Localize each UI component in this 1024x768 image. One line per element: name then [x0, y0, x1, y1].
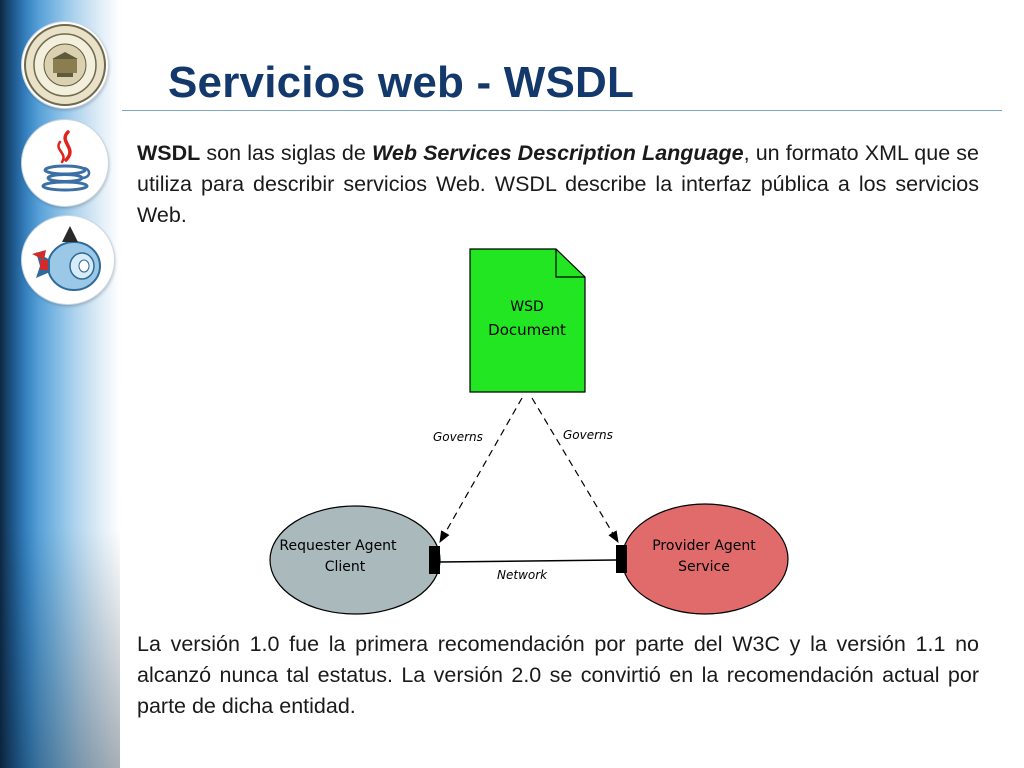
network-link	[439, 559, 617, 563]
provider-label-line2: Service	[678, 559, 730, 575]
university-seal-icon	[22, 22, 108, 108]
wsdl-expansion: Web Services Description Language	[371, 141, 744, 165]
outro-paragraph: La versión 1.0 fue la primera recomendac…	[137, 632, 979, 718]
provider-port	[616, 545, 627, 573]
governs-label-left: Governs	[433, 430, 483, 444]
document-label-line2: Document	[488, 321, 566, 339]
governs-arrow-left	[439, 397, 523, 544]
intro-paragraph: WSDL son las siglas de Web Services Desc…	[137, 138, 979, 231]
intro-text-1: son las siglas de	[200, 141, 372, 165]
requester-agent-node: Requester Agent Client	[269, 505, 441, 615]
side-gradient-bar	[0, 0, 120, 768]
network-label: Network	[497, 568, 548, 582]
provider-agent-node: Provider Agent Service	[616, 503, 789, 615]
requester-label-line1: Requester Agent	[279, 538, 397, 554]
document-label-line1: WSD	[510, 299, 544, 315]
intro-text-2: , un formato XML que se utiliza para des…	[137, 141, 979, 227]
wsdl-term: WSDL	[137, 141, 201, 165]
glassfish-logo-icon	[22, 216, 114, 304]
governs-label-right: Governs	[563, 428, 613, 442]
wsdl-diagram: WSD Document Governs Governs Requester A…	[269, 248, 789, 615]
requester-label-line2: Client	[325, 559, 366, 575]
slide-title: Servicios web - WSDL	[168, 58, 635, 107]
provider-label-line1: Provider Agent	[652, 538, 756, 554]
title-divider	[122, 110, 1002, 111]
governs-arrow-right	[531, 397, 619, 544]
requester-port	[429, 546, 440, 574]
java-logo-icon	[22, 120, 108, 206]
wsd-document-node: WSD Document	[469, 248, 586, 393]
